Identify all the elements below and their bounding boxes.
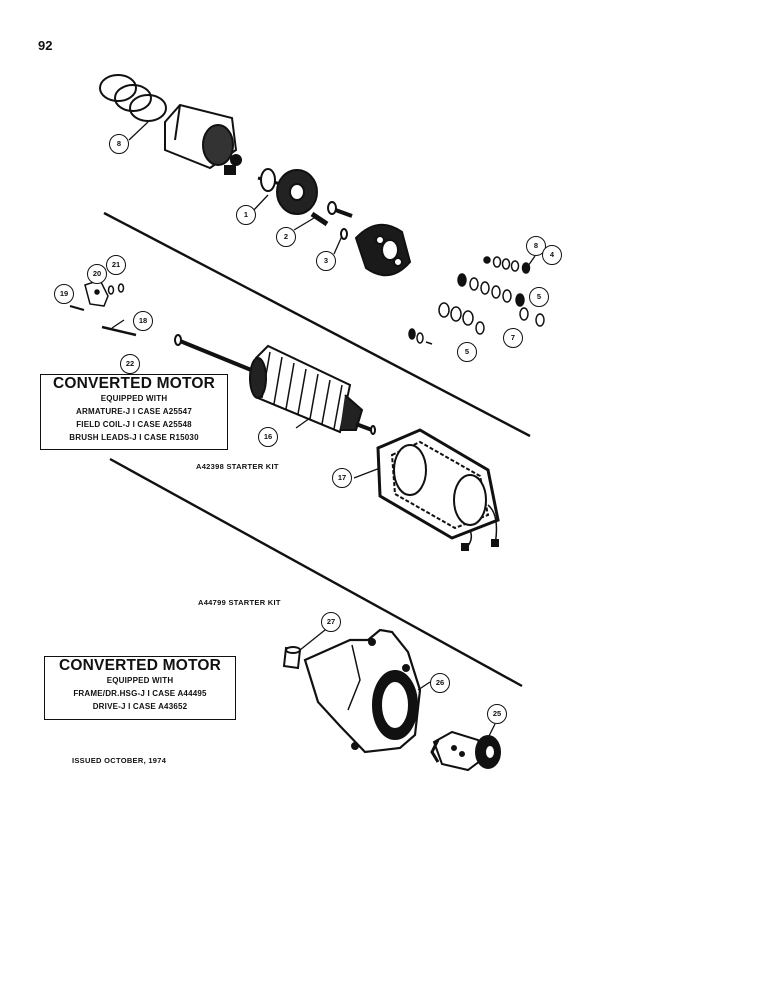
callout-8: 8 — [109, 134, 129, 154]
brush-holder-parts — [69, 279, 137, 337]
box-subtitle: EQUIPPED WITH — [106, 676, 174, 685]
armature — [174, 334, 376, 435]
washer-row-lower — [408, 302, 545, 345]
callout-3: 3 — [316, 251, 336, 271]
box-title: CONVERTED MOTOR — [58, 657, 222, 674]
box-line: BRUSH LEADS-J I CASE R15030 — [69, 433, 199, 442]
callout-22: 22 — [120, 354, 140, 374]
field-coil — [376, 428, 500, 551]
converted-motor-box-lower: CONVERTED MOTOR EQUIPPED WITH FRAME/DR.H… — [44, 656, 236, 720]
bolt-parts — [310, 201, 353, 240]
callout-27: 27 — [321, 612, 341, 632]
callout-17: 17 — [332, 468, 352, 488]
callout-26: 26 — [430, 673, 450, 693]
callout-20: 20 — [87, 264, 107, 284]
bushing — [282, 646, 302, 670]
box-subtitle: EQUIPPED WITH — [100, 394, 168, 403]
gasket-plate — [276, 169, 318, 215]
issued-date: ISSUED OCTOBER, 1974 — [72, 756, 167, 765]
callout-16: 16 — [258, 427, 278, 447]
box-line: ARMATURE-J I CASE A25547 — [76, 407, 192, 416]
callout-7: 7 — [503, 328, 523, 348]
box-line: FRAME/DR.HSG-J I CASE A44495 — [73, 689, 207, 698]
box-line: DRIVE-J I CASE A43652 — [92, 702, 188, 711]
callout-19: 19 — [54, 284, 74, 304]
divider-line-2 — [109, 457, 523, 688]
kit-label-a42398: A42398 STARTER KIT — [196, 462, 279, 471]
callout-25: 25 — [487, 704, 507, 724]
divider-line-1 — [103, 211, 531, 438]
end-frame — [354, 223, 412, 277]
page-number: 92 — [38, 38, 53, 53]
callout-21: 21 — [106, 255, 126, 275]
kit-label-a44799: A44799 STARTER KIT — [198, 598, 281, 607]
callout-5: 5 — [457, 342, 477, 362]
callout-18: 18 — [133, 311, 153, 331]
callout-1: 1 — [236, 205, 256, 225]
ring-set — [99, 74, 167, 122]
washer-row-middle — [457, 273, 525, 307]
washer-row-upper — [483, 256, 531, 274]
drive-housing — [303, 628, 422, 754]
box-line: FIELD COIL-J I CASE A25548 — [76, 420, 192, 429]
callout-5: 5 — [529, 287, 549, 307]
callout-2: 2 — [276, 227, 296, 247]
starter-drive — [430, 730, 501, 772]
callout-4: 4 — [542, 245, 562, 265]
box-title: CONVERTED MOTOR — [52, 375, 216, 392]
converted-motor-box-upper: CONVERTED MOTOR EQUIPPED WITH ARMATURE-J… — [40, 374, 228, 450]
solenoid — [164, 103, 242, 175]
